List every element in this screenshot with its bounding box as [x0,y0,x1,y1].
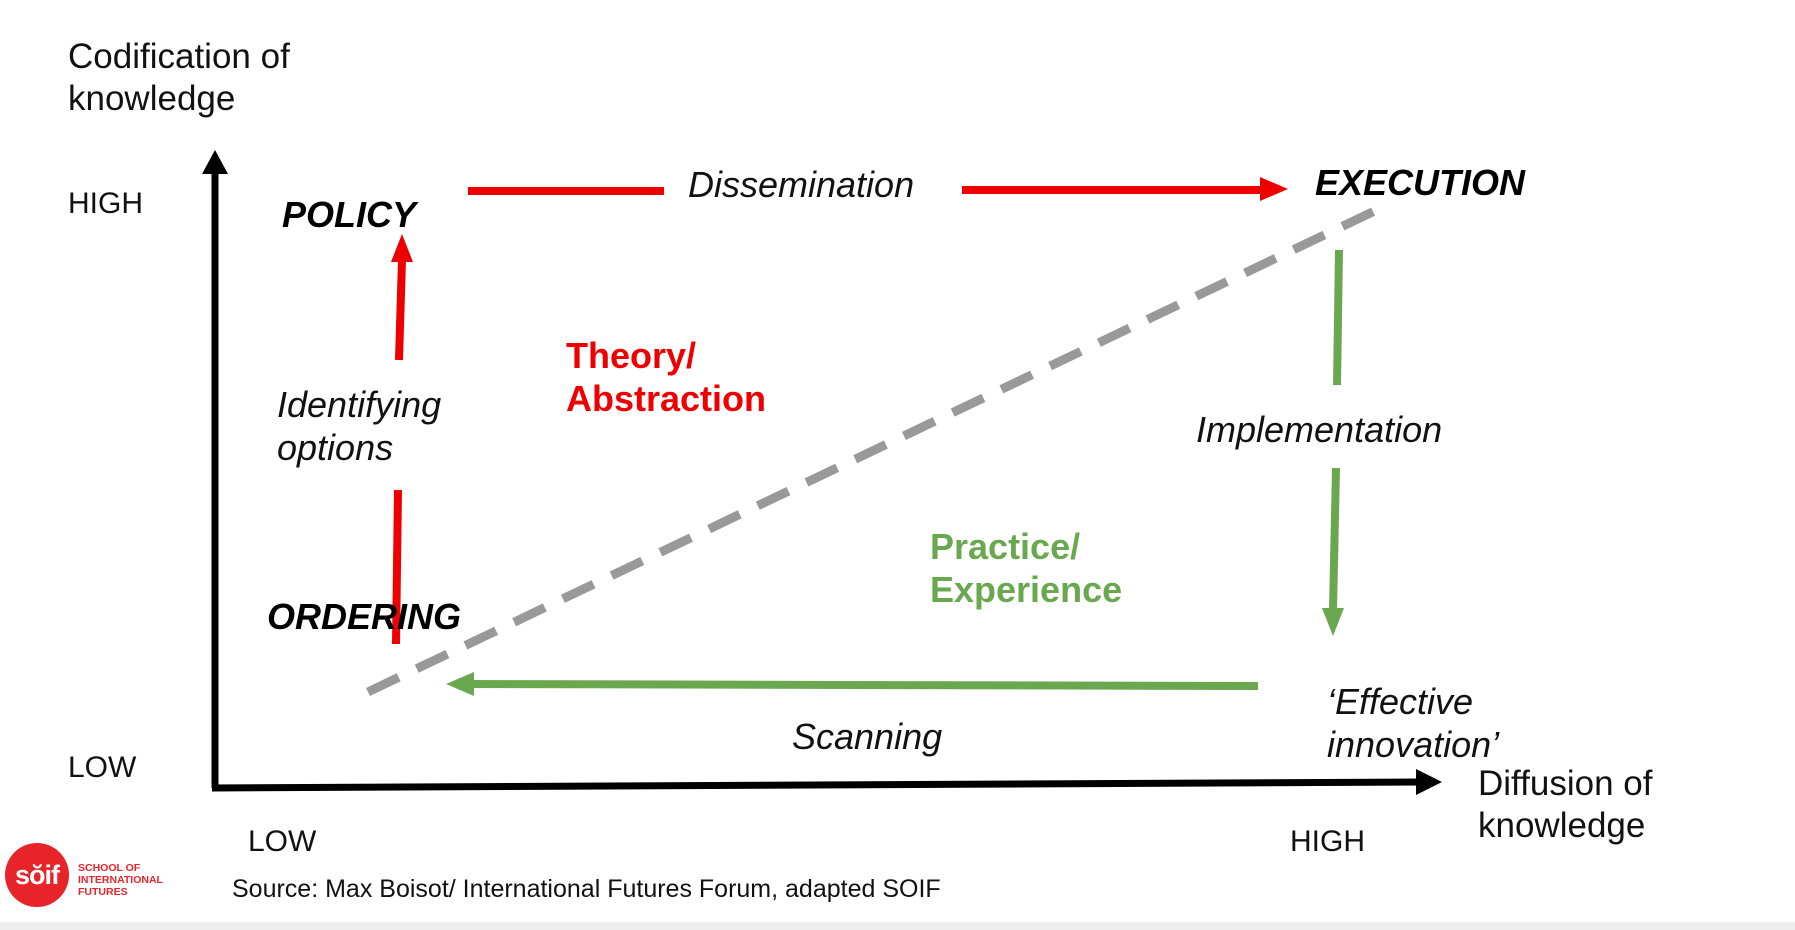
y-axis-low-label: LOW [68,751,137,784]
region-practice-experience: Practice/ Experience [930,525,1122,611]
x-axis-low-label: LOW [248,825,317,858]
label-dissemination: Dissemination [688,164,915,205]
node-policy: POLICY [282,194,417,235]
region-practice-line2: Experience [930,569,1123,611]
label-implementation: Implementation [1196,409,1443,450]
node-execution: EXECUTION [1315,162,1526,203]
x-axis-title: Diffusion of knowledge [1478,763,1652,847]
region-practice-line1: Practice/ [930,526,1081,567]
soif-logo-mark: sŏif [5,843,69,907]
scanning-arrowhead [446,672,474,696]
identifying-to-policy-line [395,259,406,361]
y-axis-title-line2: knowledge [68,79,236,118]
label-effective-line2: innovation’ [1327,724,1500,766]
node-ordering: ORDERING [267,596,462,637]
label-identifying-line2: options [277,427,394,469]
x-axis [211,778,1419,792]
y-axis-title-line1: Codification of [68,37,290,76]
region-theory-abstraction: Theory/ Abstraction [566,334,766,420]
region-theory-line2: Abstraction [566,378,767,420]
label-identifying-line1: Identifying [277,384,442,425]
dashed-diagonal [366,201,1387,697]
scanning-line [469,680,1259,690]
soif-logo-line3: FUTURES [78,886,128,899]
x-axis-high-label: HIGH [1290,825,1365,858]
label-identifying-options: Identifying options [277,383,441,469]
x-axis-arrowhead [1416,769,1442,795]
implementation-to-innovation-line [1329,467,1340,611]
policy-arrowhead [391,234,413,262]
y-axis-high-label: HIGH [68,187,143,220]
soif-logo-text: SCHOOL OF INTERNATIONAL FUTURES [78,862,163,898]
y-axis-arrowhead [202,150,228,174]
execution-to-implementation-line [1333,249,1343,386]
bottom-strip [0,922,1795,930]
x-axis-title-line2: knowledge [1478,806,1646,845]
soif-logo-line1: SCHOOL OF [78,862,141,874]
ordering-to-identifying-line [392,489,402,645]
label-effective-innovation: ‘Effective innovation’ [1327,680,1499,766]
y-axis-title: Codification of knowledge [68,36,290,120]
innovation-arrowhead [1322,608,1344,636]
source-citation: Source: Max Boisot/ International Future… [232,875,941,903]
region-theory-line1: Theory/ [566,335,697,376]
label-effective-line1: ‘Effective [1327,681,1474,722]
label-scanning: Scanning [792,716,943,757]
execution-arrowhead [1260,177,1288,201]
soif-logo-line2: INTERNATIONAL [78,874,163,887]
x-axis-title-line1: Diffusion of [1478,764,1653,803]
